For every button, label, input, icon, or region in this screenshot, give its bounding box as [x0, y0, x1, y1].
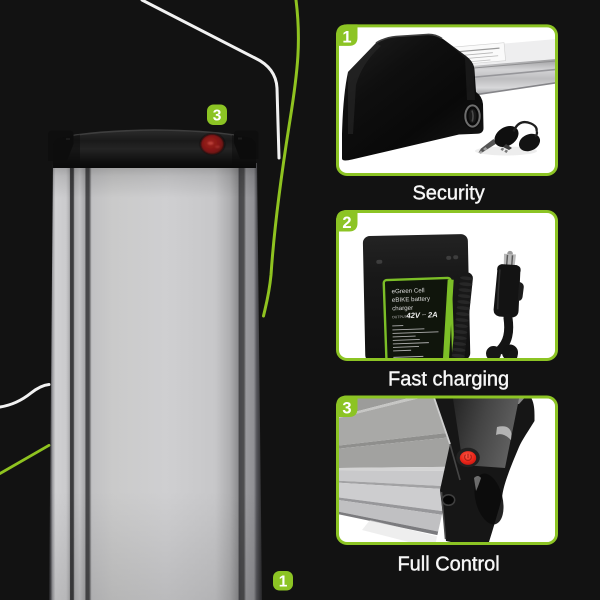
svg-text:2A: 2A	[427, 310, 438, 319]
svg-text:2: 2	[342, 214, 351, 232]
svg-text:Fast charging: Fast charging	[388, 369, 509, 391]
svg-text:42V: 42V	[405, 311, 421, 321]
svg-text:1: 1	[279, 574, 288, 591]
svg-text:charger: charger	[392, 305, 413, 313]
svg-text:Security: Security	[412, 182, 484, 204]
svg-text:eGreen Cell: eGreen Cell	[391, 287, 424, 295]
svg-text:OUTPUT: OUTPUT	[392, 315, 408, 320]
svg-text:1: 1	[342, 28, 351, 46]
svg-text:3: 3	[342, 399, 351, 417]
svg-text:3: 3	[213, 108, 222, 125]
svg-text:Full Control: Full Control	[397, 554, 499, 576]
svg-text:⎓: ⎓	[422, 312, 426, 318]
svg-text:eBIKE battery: eBIKE battery	[392, 296, 431, 304]
